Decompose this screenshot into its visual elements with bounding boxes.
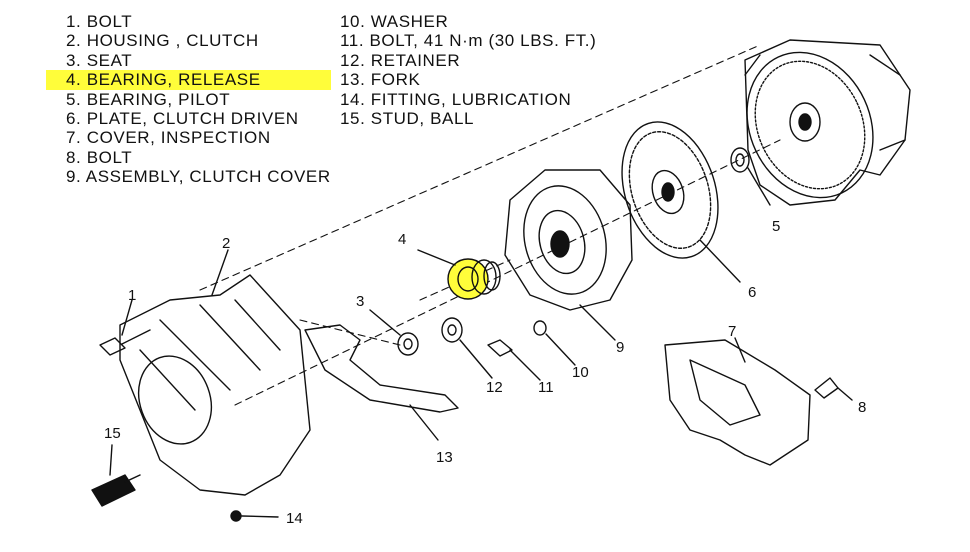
legend-item-assembly-clutch-cover: 9. ASSEMBLY, CLUTCH COVER <box>66 167 331 187</box>
clutch-housing <box>119 249 311 496</box>
legend-item-seat: 3. SEAT <box>66 50 133 70</box>
seat <box>369 309 419 356</box>
callout-15: 15 <box>104 425 121 442</box>
legend-item-fitting-lubrication: 14. FITTING, LUBRICATION <box>340 89 572 109</box>
legend-item-bearing-pilot: 5. BEARING, PILOT <box>66 89 231 109</box>
legend-item-plate-clutch-driven: 6. PLATE, CLUTCH DRIVEN <box>66 109 299 129</box>
legend-item-bearing-release-highlighted: 4. BEARING, RELEASE <box>66 70 331 90</box>
legend-item-bolt-41nm: 11. BOLT, 41 N·m (30 LBS. FT.) <box>340 31 597 51</box>
legend-item-retainer: 12. RETAINER <box>340 50 461 70</box>
retainer <box>441 317 493 379</box>
legend-item-cover-inspection: 7. COVER, INSPECTION <box>66 128 271 148</box>
release-bearing <box>417 249 501 300</box>
callout-9: 9 <box>616 339 624 356</box>
callout-14: 14 <box>286 510 303 527</box>
lubrication-fitting <box>230 510 279 522</box>
legend-item-fork: 13. FORK <box>340 70 421 90</box>
clutch-driven-plate <box>621 121 741 283</box>
callout-10: 10 <box>572 364 589 381</box>
parts-legend-left: 1. BOLT 2. HOUSING , CLUTCH 3. SEAT 4. B… <box>66 12 331 187</box>
clutch-fork <box>304 324 459 441</box>
bolt-1 <box>99 299 151 356</box>
assembly-guide-lines <box>199 44 781 406</box>
legend-item-housing-clutch: 2. HOUSING , CLUTCH <box>66 31 259 51</box>
callout-6: 6 <box>748 284 756 301</box>
callout-1: 1 <box>128 287 136 304</box>
bolt-8 <box>814 377 853 401</box>
flywheel <box>744 39 911 206</box>
callout-7: 7 <box>728 323 736 340</box>
callout-2: 2 <box>222 235 230 252</box>
callout-labels: 1 2 3 4 5 6 7 8 9 10 11 12 13 14 15 <box>104 218 866 527</box>
callout-8: 8 <box>858 399 866 416</box>
legend-item-bolt: 1. BOLT <box>66 12 133 31</box>
callout-5: 5 <box>772 218 780 235</box>
pilot-bearing <box>730 147 771 206</box>
callout-13: 13 <box>436 449 453 466</box>
callout-4: 4 <box>398 231 406 248</box>
callout-11: 11 <box>538 379 554 396</box>
callout-3: 3 <box>356 293 364 310</box>
parts-legend-right: 10. WASHER 11. BOLT, 41 N·m (30 LBS. FT.… <box>340 12 596 128</box>
legend-item-stud-ball: 15. STUD, BALL <box>340 109 475 129</box>
clutch-cover-assembly <box>504 169 633 341</box>
legend-item-bolt-8: 8. BOLT <box>66 147 133 167</box>
washer-and-bolt <box>487 320 576 381</box>
legend-item-washer: 10. WASHER <box>340 12 449 31</box>
inspection-cover <box>664 337 811 466</box>
callout-12: 12 <box>486 379 503 396</box>
ball-stud <box>91 444 141 507</box>
